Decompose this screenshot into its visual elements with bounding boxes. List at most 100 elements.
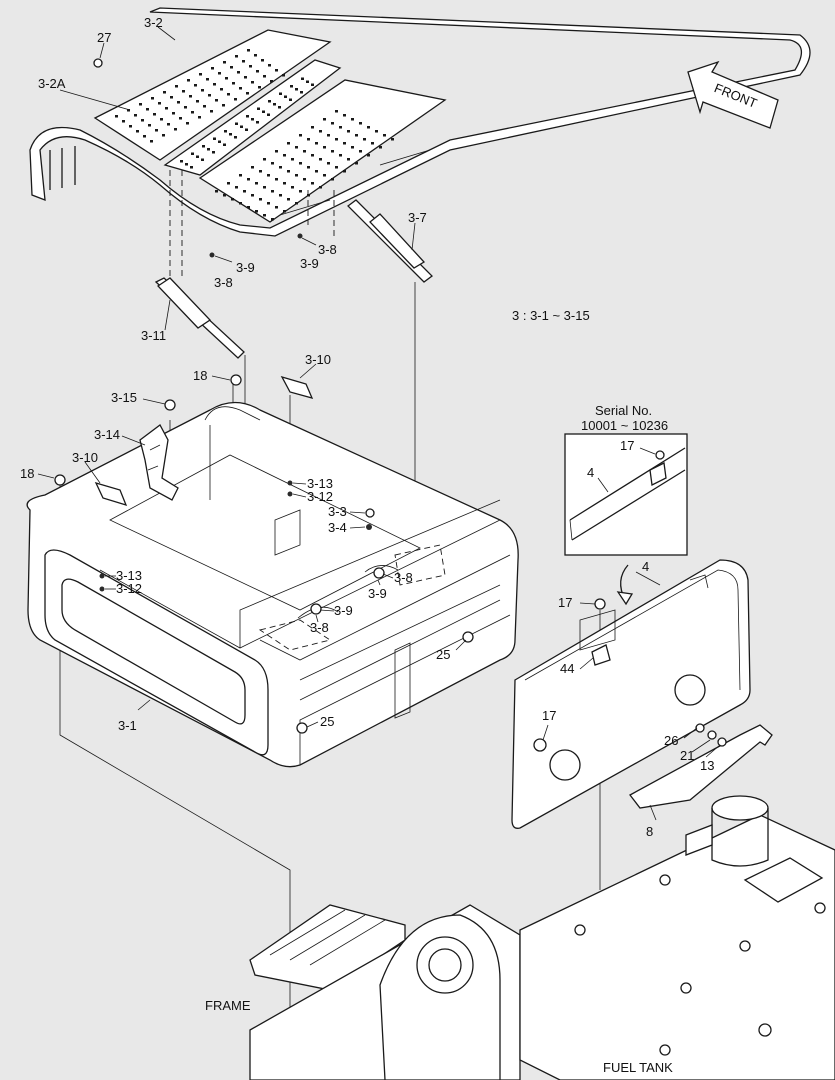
grille-hole (351, 146, 354, 149)
grille-hole (327, 162, 330, 165)
grille-hole (202, 145, 205, 148)
grille-hole (251, 166, 254, 169)
grille-hole (210, 110, 213, 113)
grille-hole (246, 115, 249, 118)
serial-title: Serial No. (595, 403, 652, 418)
grille-hole (255, 182, 258, 185)
grille-hole (201, 158, 204, 161)
grille-hole (246, 92, 249, 95)
label-3-15: 3-15 (111, 390, 137, 405)
assembly-note: 3 : 3-1 ~ 3-15 (512, 308, 590, 323)
grille-hole (213, 137, 216, 140)
grille-hole (234, 136, 237, 139)
label-17: 17 (620, 438, 634, 453)
grille-hole (391, 138, 394, 141)
grille-hole (315, 142, 318, 145)
label-3-8: 3-8 (318, 242, 337, 257)
grille-hole (155, 129, 158, 132)
grille-hole (359, 122, 362, 125)
frame-base (249, 904, 521, 1080)
grille-hole (196, 155, 199, 158)
label-3-4: 3-4 (328, 520, 347, 535)
grille-hole (343, 114, 346, 117)
grille-hole (273, 103, 276, 106)
grille-hole (331, 122, 334, 125)
grille-hole (141, 119, 144, 122)
label-3-9: 3-9 (334, 603, 353, 618)
label-4: 4 (642, 559, 649, 574)
grille-hole (239, 202, 242, 205)
grille-hole (287, 142, 290, 145)
fasteners (54, 58, 474, 734)
grille-hole (143, 135, 146, 138)
grille-hole (343, 142, 346, 145)
grille-hole (306, 80, 309, 83)
grille-hole (179, 117, 182, 120)
grille-hole (247, 206, 250, 209)
label-17: 17 (558, 595, 572, 610)
grille-hole (291, 186, 294, 189)
part-labels: 3-2 27 3-2A 3-7 3-8 3-9 3-9 3-8 3-11 3-1… (20, 15, 714, 839)
grille-hole (247, 49, 250, 52)
grille-hole (224, 130, 227, 133)
label-3-12: 3-12 (116, 581, 142, 596)
grille-hole (251, 81, 254, 84)
grille-hole (207, 148, 210, 151)
grille-hole (283, 154, 286, 157)
grille-hole (347, 158, 350, 161)
grille-hole (186, 122, 189, 125)
grille-hole (287, 198, 290, 201)
grille-hole (225, 77, 228, 80)
fuel-tank (519, 795, 835, 1080)
grille-hole (223, 61, 226, 64)
grille-hole (343, 170, 346, 173)
grille-hole (303, 150, 306, 153)
grille-hole (239, 174, 242, 177)
grille-hole (335, 110, 338, 113)
grille-hole (284, 95, 287, 98)
grille-hole (180, 160, 183, 163)
label-3-10: 3-10 (305, 352, 331, 367)
gas-spring-3-7 (347, 199, 433, 283)
grille-hole (263, 158, 266, 161)
grille-hole (289, 98, 292, 101)
label-3-13: 3-13 (307, 476, 333, 491)
grille-hole (291, 158, 294, 161)
grille-hole (153, 113, 156, 116)
grille-hole (271, 190, 274, 193)
grille-hole (371, 142, 374, 145)
grille-hole (363, 138, 366, 141)
grille-hole (232, 82, 235, 85)
grille-hole (162, 134, 165, 137)
label-3-8: 3-8 (310, 620, 329, 635)
grille-hole (203, 105, 206, 108)
grille-hole (187, 79, 190, 82)
grille-hole (375, 130, 378, 133)
grille-hole (295, 146, 298, 149)
grille-hole (303, 178, 306, 181)
label-3-12: 3-12 (307, 489, 333, 504)
grille-hole (215, 99, 218, 102)
grille-hole (150, 140, 153, 143)
grille-hole (331, 150, 334, 153)
grille-hole (182, 90, 185, 93)
grille-hole (275, 69, 278, 72)
grille-hole (319, 186, 322, 189)
grille-hole (323, 174, 326, 177)
grille-hole (247, 178, 250, 181)
grille-hole (115, 115, 118, 118)
grille-hole (196, 100, 199, 103)
gas-spring-3-11 (154, 277, 245, 359)
grille-hole (194, 84, 197, 87)
grille-hole (237, 71, 240, 74)
label-3-10: 3-10 (72, 450, 98, 465)
grille-hole (355, 162, 358, 165)
label-3-9: 3-9 (368, 586, 387, 601)
label-25: 25 (436, 647, 450, 662)
grille-hole (268, 64, 271, 67)
grille-hole (255, 210, 258, 213)
label-21: 21 (680, 748, 694, 763)
grille-hole (327, 134, 330, 137)
grille-hole (307, 138, 310, 141)
